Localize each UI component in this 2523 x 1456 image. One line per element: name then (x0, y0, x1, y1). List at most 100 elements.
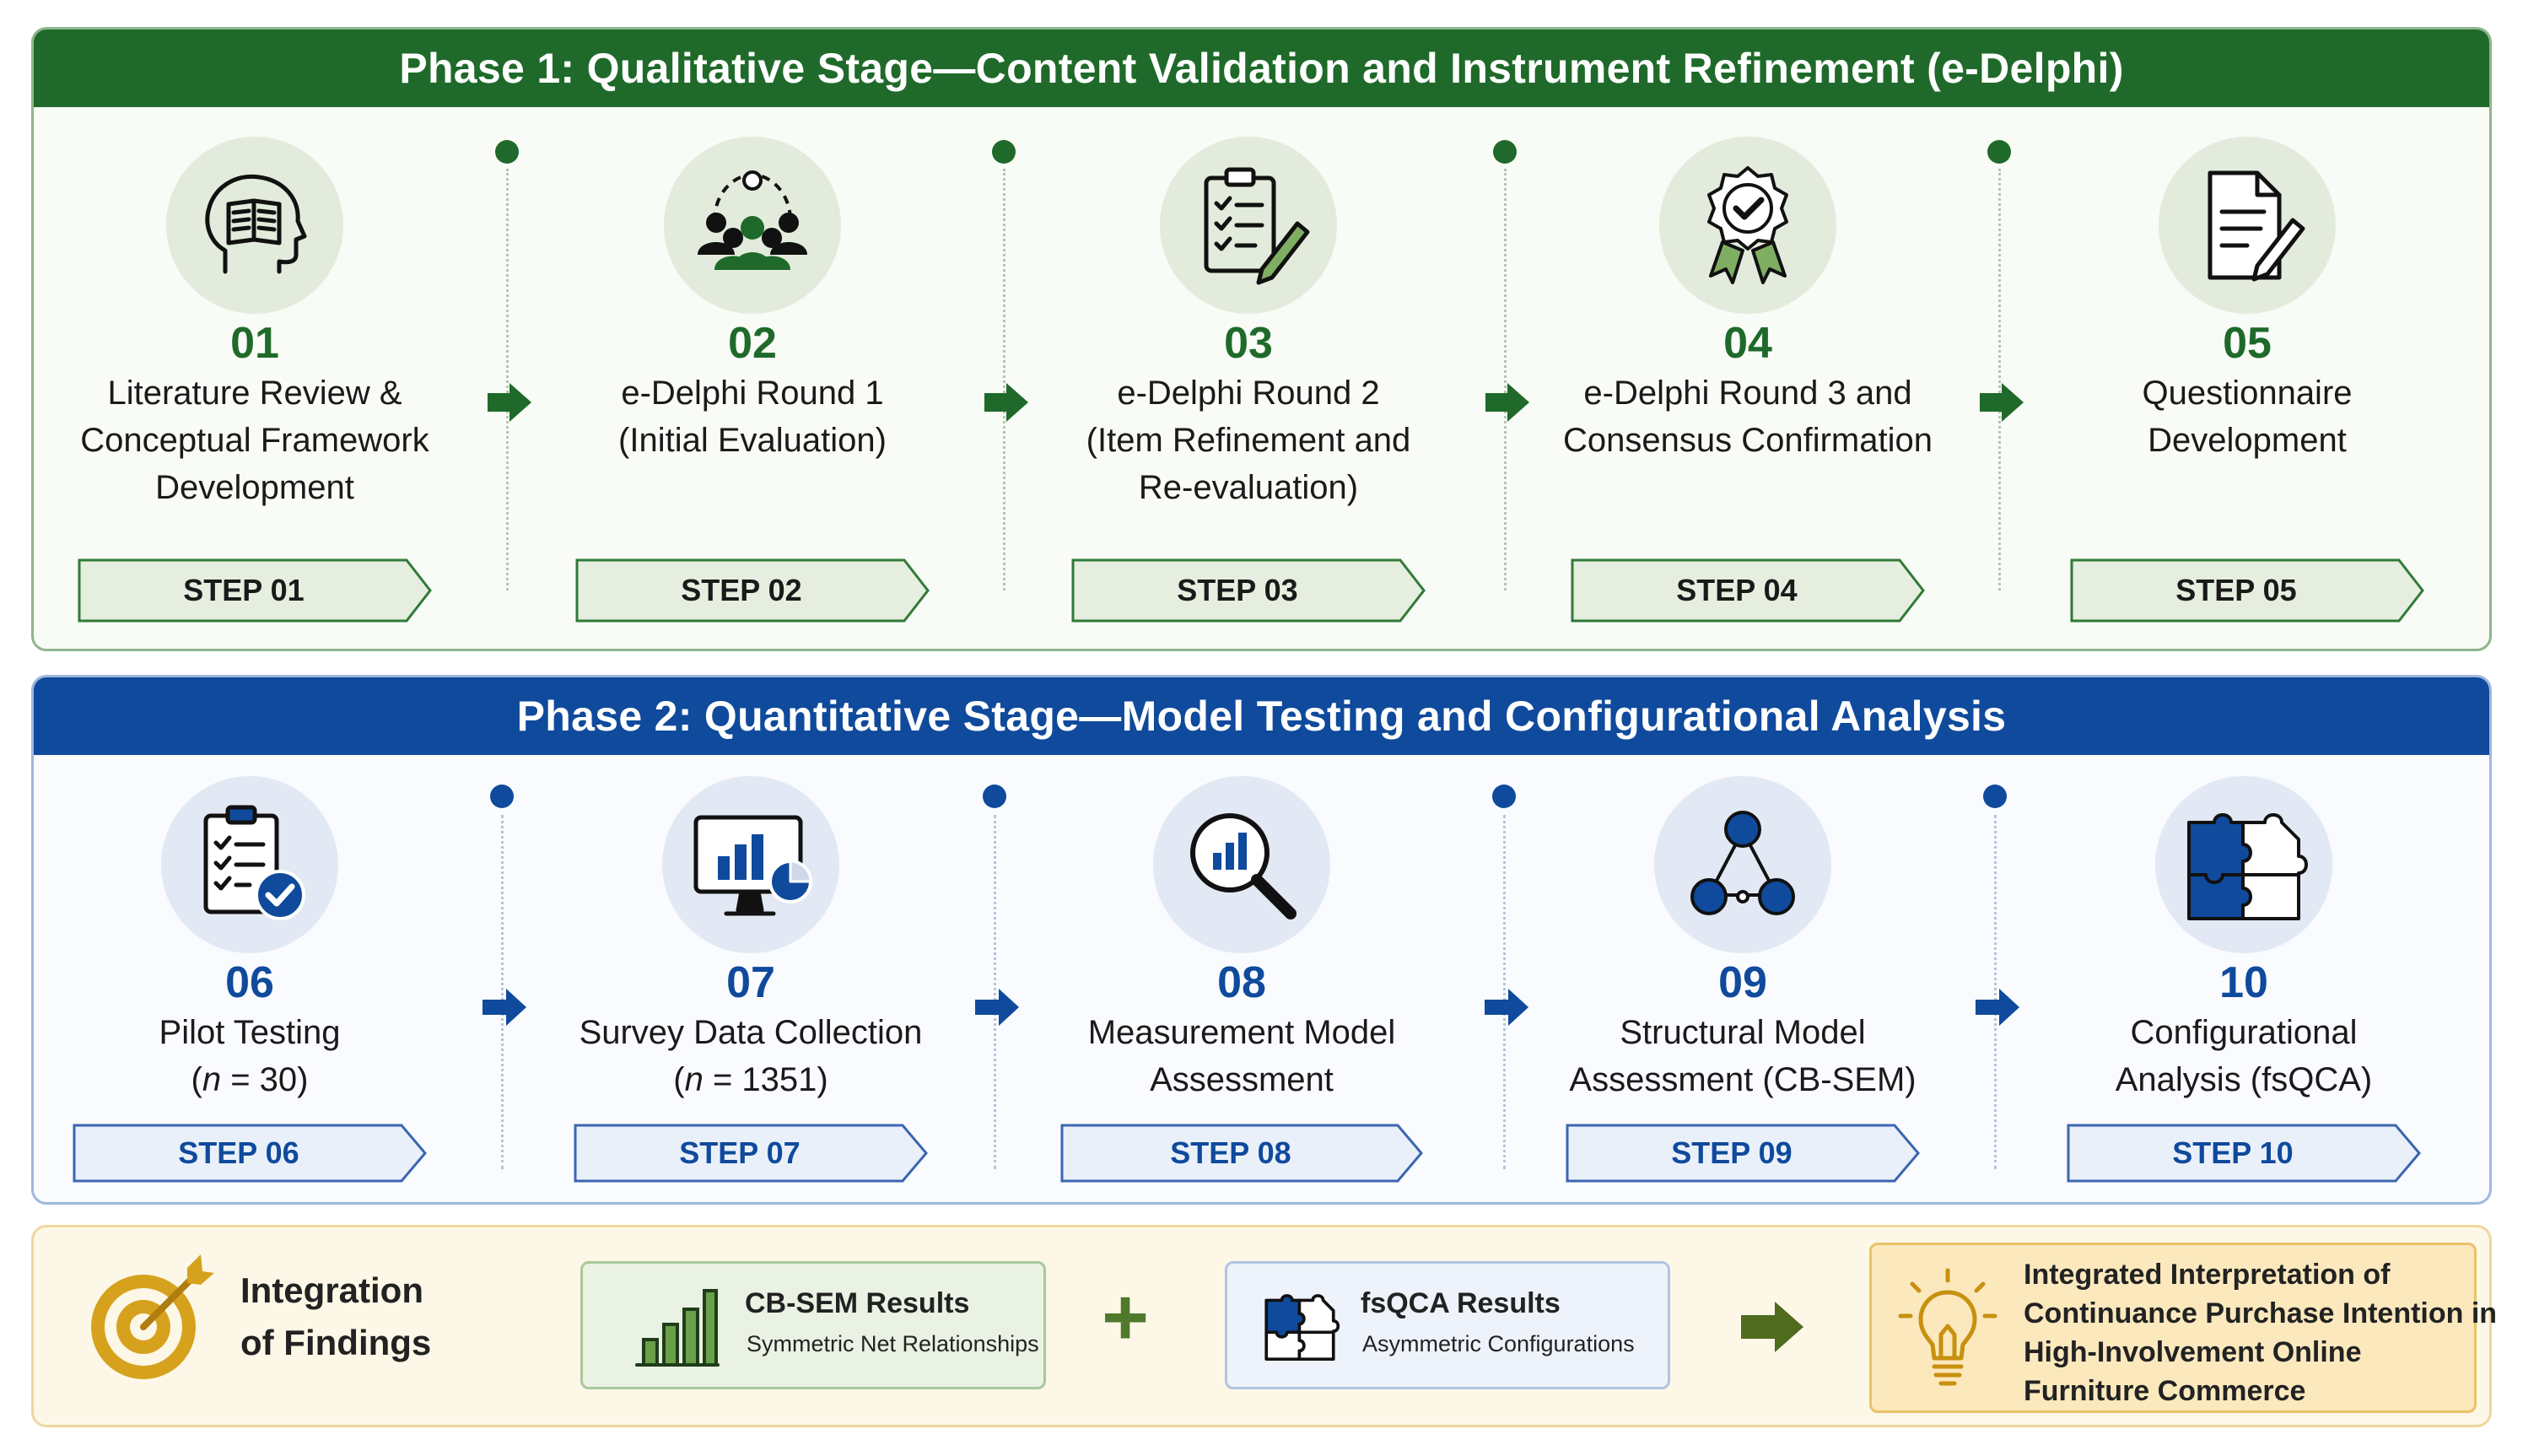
cbsem-results-box: CB-SEM Results Symmetric Net Relationshi… (580, 1261, 1046, 1389)
step-badge: STEP 02 (575, 558, 930, 623)
document-pencil-icon (2159, 137, 2336, 314)
step-number: 08 (1217, 958, 1266, 1007)
right-arrow-icon (1485, 383, 1531, 426)
integration-panel: Integration of Findings CB-SEM Results S… (31, 1225, 2497, 1427)
step-badge: STEP 04 (1571, 558, 1925, 623)
phase1-panel: Phase 1: Qualitative Stage—Content Valid… (31, 27, 2492, 651)
step-badge-wrap: STEP 10 (2041, 1124, 2446, 1183)
right-arrow-icon (488, 383, 533, 426)
step-badge: STEP 10 (2067, 1124, 2421, 1183)
step-badge-label: STEP 01 (183, 573, 305, 607)
step-badge-wrap: STEP 02 (550, 558, 955, 623)
fsqca-results-box: fsQCA Results Asymmetric Configurations (1225, 1261, 1670, 1389)
dotted-separator (1994, 815, 1997, 1169)
cbsem-results-subtitle: Symmetric Net Relationships (747, 1331, 1039, 1356)
step-badge-label: STEP 08 (1170, 1135, 1291, 1170)
step-title-line: Re-evaluation) (1138, 469, 1359, 506)
step-badge: STEP 08 (1060, 1124, 1423, 1183)
step-badge-wrap: STEP 07 (548, 1124, 953, 1183)
step-badge: STEP 03 (1071, 558, 1426, 623)
step-badge-label: STEP 07 (679, 1135, 801, 1170)
clipboard-check-icon (161, 776, 338, 953)
step-badge: STEP 05 (2070, 558, 2424, 623)
dotted-separator (506, 169, 509, 590)
step-title-line: Survey Data Collection (579, 1014, 923, 1051)
step-badge: STEP 09 (1566, 1124, 1920, 1183)
step-badge: STEP 06 (73, 1124, 427, 1183)
step-title-line: Questionnaire (2142, 375, 2353, 412)
step-badge-label: STEP 10 (2172, 1135, 2294, 1170)
puzzle-pieces-icon (1256, 1282, 1344, 1374)
step-title-line: Development (2148, 422, 2347, 459)
dotted-separator (1503, 815, 1506, 1169)
step-number: 03 (1224, 319, 1273, 368)
separator-dot (1492, 785, 1516, 808)
separator-dot (1493, 140, 1517, 164)
step-number: 05 (2223, 319, 2272, 368)
step-title-line: Conceptual Framework (80, 422, 429, 459)
right-arrow-icon (975, 989, 1021, 1030)
dotted-separator (1003, 169, 1005, 590)
fsqca-results-subtitle: Asymmetric Configurations (1362, 1331, 1635, 1356)
step-number: 09 (1718, 958, 1767, 1007)
step-title-line: Pilot Testing (159, 1014, 341, 1051)
step-title-line: Consensus Confirmation (1563, 422, 1933, 459)
step-08: 08 Measurement Model Assessment (1039, 776, 1444, 1103)
experts-group-icon (664, 137, 841, 314)
separator-dot (495, 140, 519, 164)
lightbulb-icon (1897, 1267, 1998, 1398)
step-title-line: Assessment (1150, 1061, 1334, 1098)
step-03: 03 e-Delphi Round 2 (Item Refinement and… (1046, 137, 1451, 511)
step-badge-label: STEP 09 (1671, 1135, 1793, 1170)
phase2-header: Phase 2: Quantitative Stage—Model Testin… (34, 677, 2489, 755)
step-number: 01 (230, 319, 279, 368)
checklist-pencil-icon (1160, 137, 1337, 314)
step-title-line: (n = 30) (191, 1061, 309, 1098)
step-09: 09 Structural Model Assessment (CB-SEM) (1540, 776, 1945, 1103)
magnifier-chart-icon (1153, 776, 1330, 953)
step-title-line: Literature Review & (107, 375, 402, 412)
right-arrow-icon (1741, 1302, 1805, 1356)
phase1-header: Phase 1: Qualitative Stage—Content Valid… (34, 30, 2489, 107)
puzzle-pieces-icon (2155, 776, 2332, 953)
integrated-interpretation-text: Integrated Interpretation of Continuance… (2024, 1259, 2498, 1407)
target-icon (83, 1251, 218, 1390)
right-arrow-icon (1976, 989, 2021, 1030)
step-10: 10 Configurational Analysis (fsQCA) (2041, 776, 2446, 1103)
step-number: 02 (728, 319, 777, 368)
step-title-line: Assessment (CB-SEM) (1569, 1061, 1917, 1098)
right-arrow-icon (984, 383, 1030, 426)
monitor-chart-icon (662, 776, 839, 953)
cbsem-results-title: CB-SEM Results (745, 1287, 970, 1319)
plus-sign: + (1102, 1272, 1150, 1362)
step-badge-wrap: STEP 08 (1039, 1124, 1444, 1183)
step-title-line: e-Delphi Round 1 (621, 375, 884, 412)
step-title-line: (Initial Evaluation) (618, 422, 887, 459)
step-06: 06 Pilot Testing (n = 30) (47, 776, 452, 1103)
separator-dot (992, 140, 1016, 164)
separator-dot (1987, 140, 2011, 164)
dotted-separator (1998, 169, 2001, 590)
fsqca-results-title: fsQCA Results (1361, 1287, 1561, 1319)
separator-dot (983, 785, 1006, 808)
step-title-line: (n = 1351) (673, 1061, 828, 1098)
step-05: 05 Questionnaire Development (2045, 137, 2450, 464)
step-02: 02 e-Delphi Round 1 (Initial Evaluation) (550, 137, 955, 464)
step-number: 10 (2219, 958, 2268, 1007)
step-number: 06 (225, 958, 274, 1007)
step-title-line: e-Delphi Round 2 (1117, 375, 1380, 412)
award-badge-icon (1659, 137, 1836, 314)
right-arrow-icon (482, 989, 528, 1030)
step-title-line: Analysis (fsQCA) (2115, 1061, 2373, 1098)
right-arrow-icon (1485, 989, 1530, 1030)
step-badge-wrap: STEP 03 (1046, 558, 1451, 623)
step-title-line: e-Delphi Round 3 and (1583, 375, 1912, 412)
integrated-interpretation-box: Integrated Interpretation of Continuance… (1869, 1243, 2497, 1413)
integration-label: Integration of Findings (240, 1270, 432, 1362)
step-badge: STEP 01 (78, 558, 432, 623)
step-badge-label: STEP 02 (681, 573, 802, 607)
step-badge-wrap: STEP 05 (2045, 558, 2450, 623)
step-badge-label: STEP 05 (2175, 573, 2297, 607)
bar-chart-icon (633, 1286, 721, 1374)
step-badge-wrap: STEP 01 (52, 558, 457, 623)
